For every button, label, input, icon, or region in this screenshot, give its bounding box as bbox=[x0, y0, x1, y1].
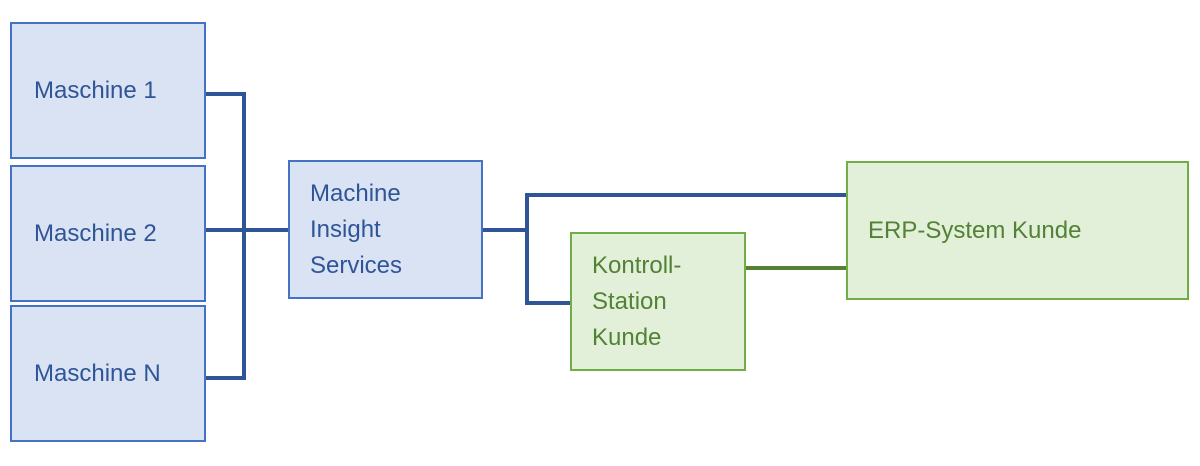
machine-insight-services-label: Machine Insight Services bbox=[310, 179, 403, 279]
maschine-n-label: Maschine N bbox=[34, 359, 161, 387]
kontroll-station-kunde-label: Kontroll- Station Kunde bbox=[592, 251, 682, 351]
erp-system-kunde-label: ERP-System Kunde bbox=[868, 216, 1082, 244]
maschine-1-box: Maschine 1 bbox=[10, 22, 206, 159]
maschine-2-label: Maschine 2 bbox=[34, 219, 157, 247]
maschine-1-label: Maschine 1 bbox=[34, 76, 157, 104]
kontroll-station-kunde-box: Kontroll- Station Kunde bbox=[570, 232, 746, 371]
maschine-2-box: Maschine 2 bbox=[10, 165, 206, 302]
maschine-n-box: Maschine N bbox=[10, 305, 206, 442]
erp-system-kunde-box: ERP-System Kunde bbox=[846, 161, 1189, 300]
machine-insight-services-box: Machine Insight Services bbox=[288, 160, 483, 299]
